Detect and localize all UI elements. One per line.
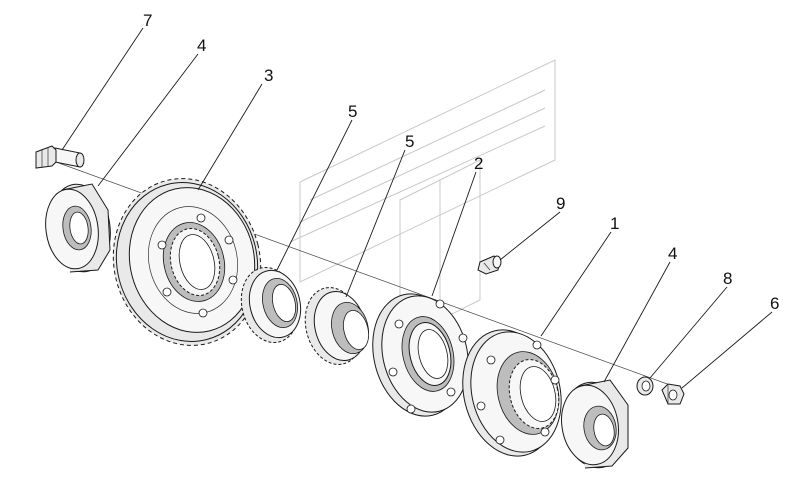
callout-5-first: 5 [348, 102, 357, 121]
leader-2 [431, 171, 477, 297]
callout-1: 1 [610, 214, 619, 233]
watermark-logo [289, 59, 556, 341]
leader-5-first [276, 119, 353, 271]
spline-ring-part-5-first [240, 267, 302, 343]
nut-part-6 [661, 383, 685, 405]
callout-9: 9 [556, 194, 565, 213]
leader-1 [540, 231, 612, 337]
leader-9 [499, 211, 561, 261]
spline-ring-part-5-second [304, 287, 370, 365]
leader-8 [649, 286, 728, 379]
leader-lines [61, 27, 773, 389]
callout-6: 6 [770, 294, 779, 313]
leader-6 [681, 311, 773, 389]
callout-7: 7 [143, 11, 152, 30]
large-gear-part-3 [112, 178, 262, 346]
bolt-part-7 [35, 145, 85, 169]
grease-nipple-part-9 [477, 255, 502, 275]
callout-3: 3 [264, 66, 273, 85]
leader-5-second [345, 149, 406, 298]
callout-4-right: 4 [668, 244, 677, 263]
callout-4-left: 4 [197, 36, 206, 55]
callout-2: 2 [474, 154, 483, 173]
hub-flange-part-1 [462, 329, 562, 457]
callout-numbers: 7 4 3 5 5 2 9 1 4 8 6 [143, 11, 779, 313]
seal-cap-part-4-right [561, 379, 629, 469]
leader-3 [197, 83, 263, 191]
callout-5-second: 5 [405, 132, 414, 151]
flange-plate-part-2 [372, 293, 469, 417]
washer-part-8 [636, 376, 654, 396]
leader-4-left [97, 53, 199, 187]
leader-7 [61, 27, 144, 151]
leader-4-right [603, 261, 671, 383]
seal-cap-part-4-left [45, 183, 111, 273]
callout-8: 8 [723, 269, 732, 288]
